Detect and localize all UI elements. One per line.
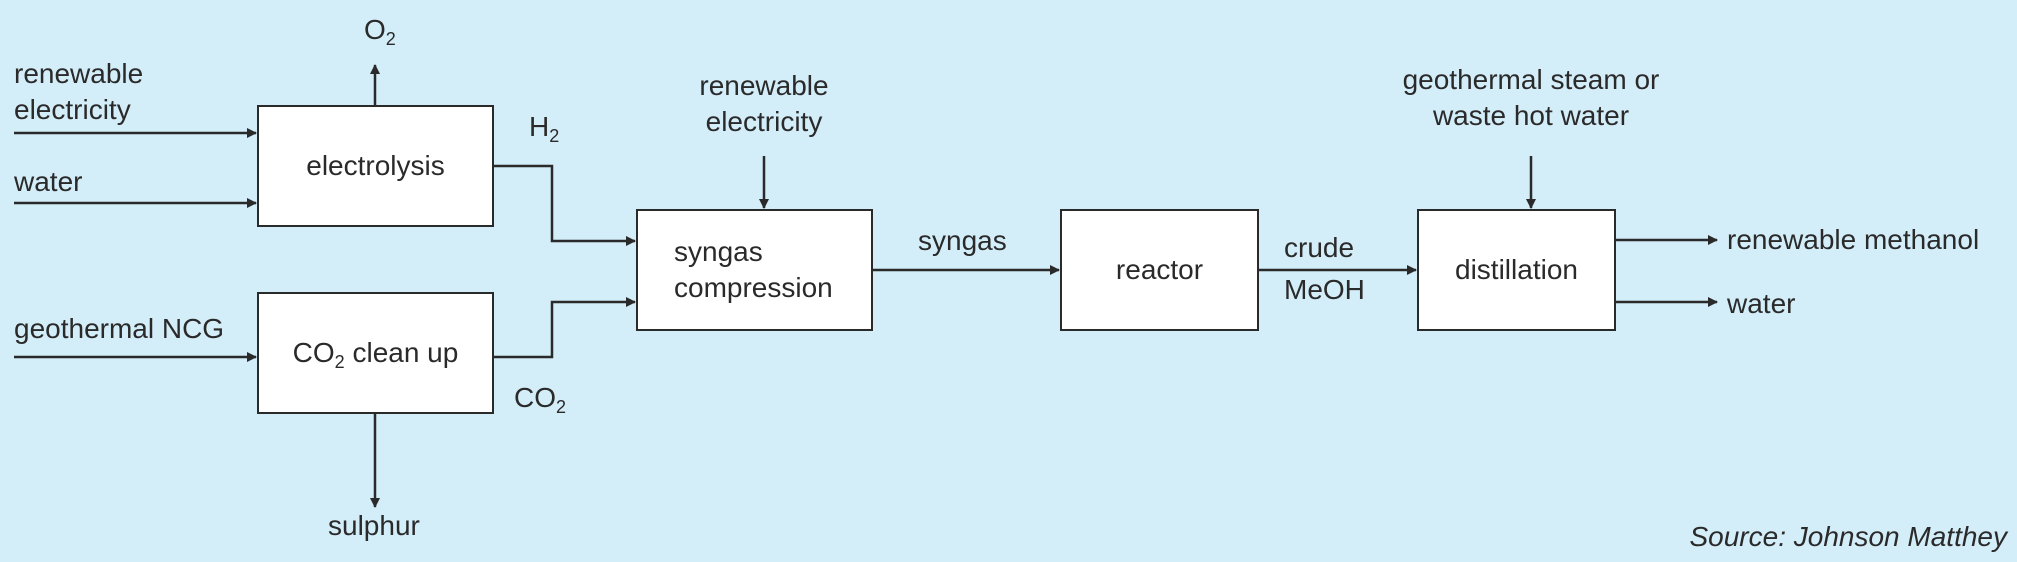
arrow-h2-to-compression [494, 164, 636, 246]
stream-syngas: syngas [918, 225, 1007, 256]
syngas-compression-line2: compression [674, 272, 833, 303]
reactor-box: reactor [1060, 209, 1259, 331]
input-water: water [14, 166, 83, 197]
co2-cleanup-box: CO2 clean up [257, 292, 494, 414]
input-geothermal-steam: geothermal steam or waste hot water [1402, 64, 1660, 131]
syngas-compression-line1: syngas [674, 236, 763, 267]
reactor-label: reactor [1115, 254, 1204, 285]
stream-crude-meoh: crude MeOH [1284, 232, 1365, 305]
output-water: water [1727, 288, 1796, 319]
arrow-co2-to-compression [494, 297, 636, 359]
stream-sulphur: sulphur [328, 510, 420, 541]
input-geothermal-ncg: geothermal NCG [14, 313, 225, 344]
electrolysis-label: electrolysis [306, 150, 445, 181]
co2-cleanup-label: CO2 clean up [292, 337, 459, 372]
distillation-label: distillation [1455, 254, 1578, 285]
syngas-compression-box: syngas compression [636, 209, 873, 331]
stream-h2: H2 [529, 111, 560, 146]
input-renewable-electricity: renewable electricity [14, 58, 144, 125]
input-compression-electricity: renewable electricity [699, 70, 829, 137]
stream-o2: O2 [364, 14, 396, 49]
output-renewable-methanol: renewable methanol [1727, 224, 1980, 255]
distillation-box: distillation [1417, 209, 1616, 331]
stream-co2: CO2 [514, 382, 567, 417]
source-credit: Source: Johnson Matthey [1689, 521, 2007, 552]
electrolysis-box: electrolysis [257, 105, 494, 227]
